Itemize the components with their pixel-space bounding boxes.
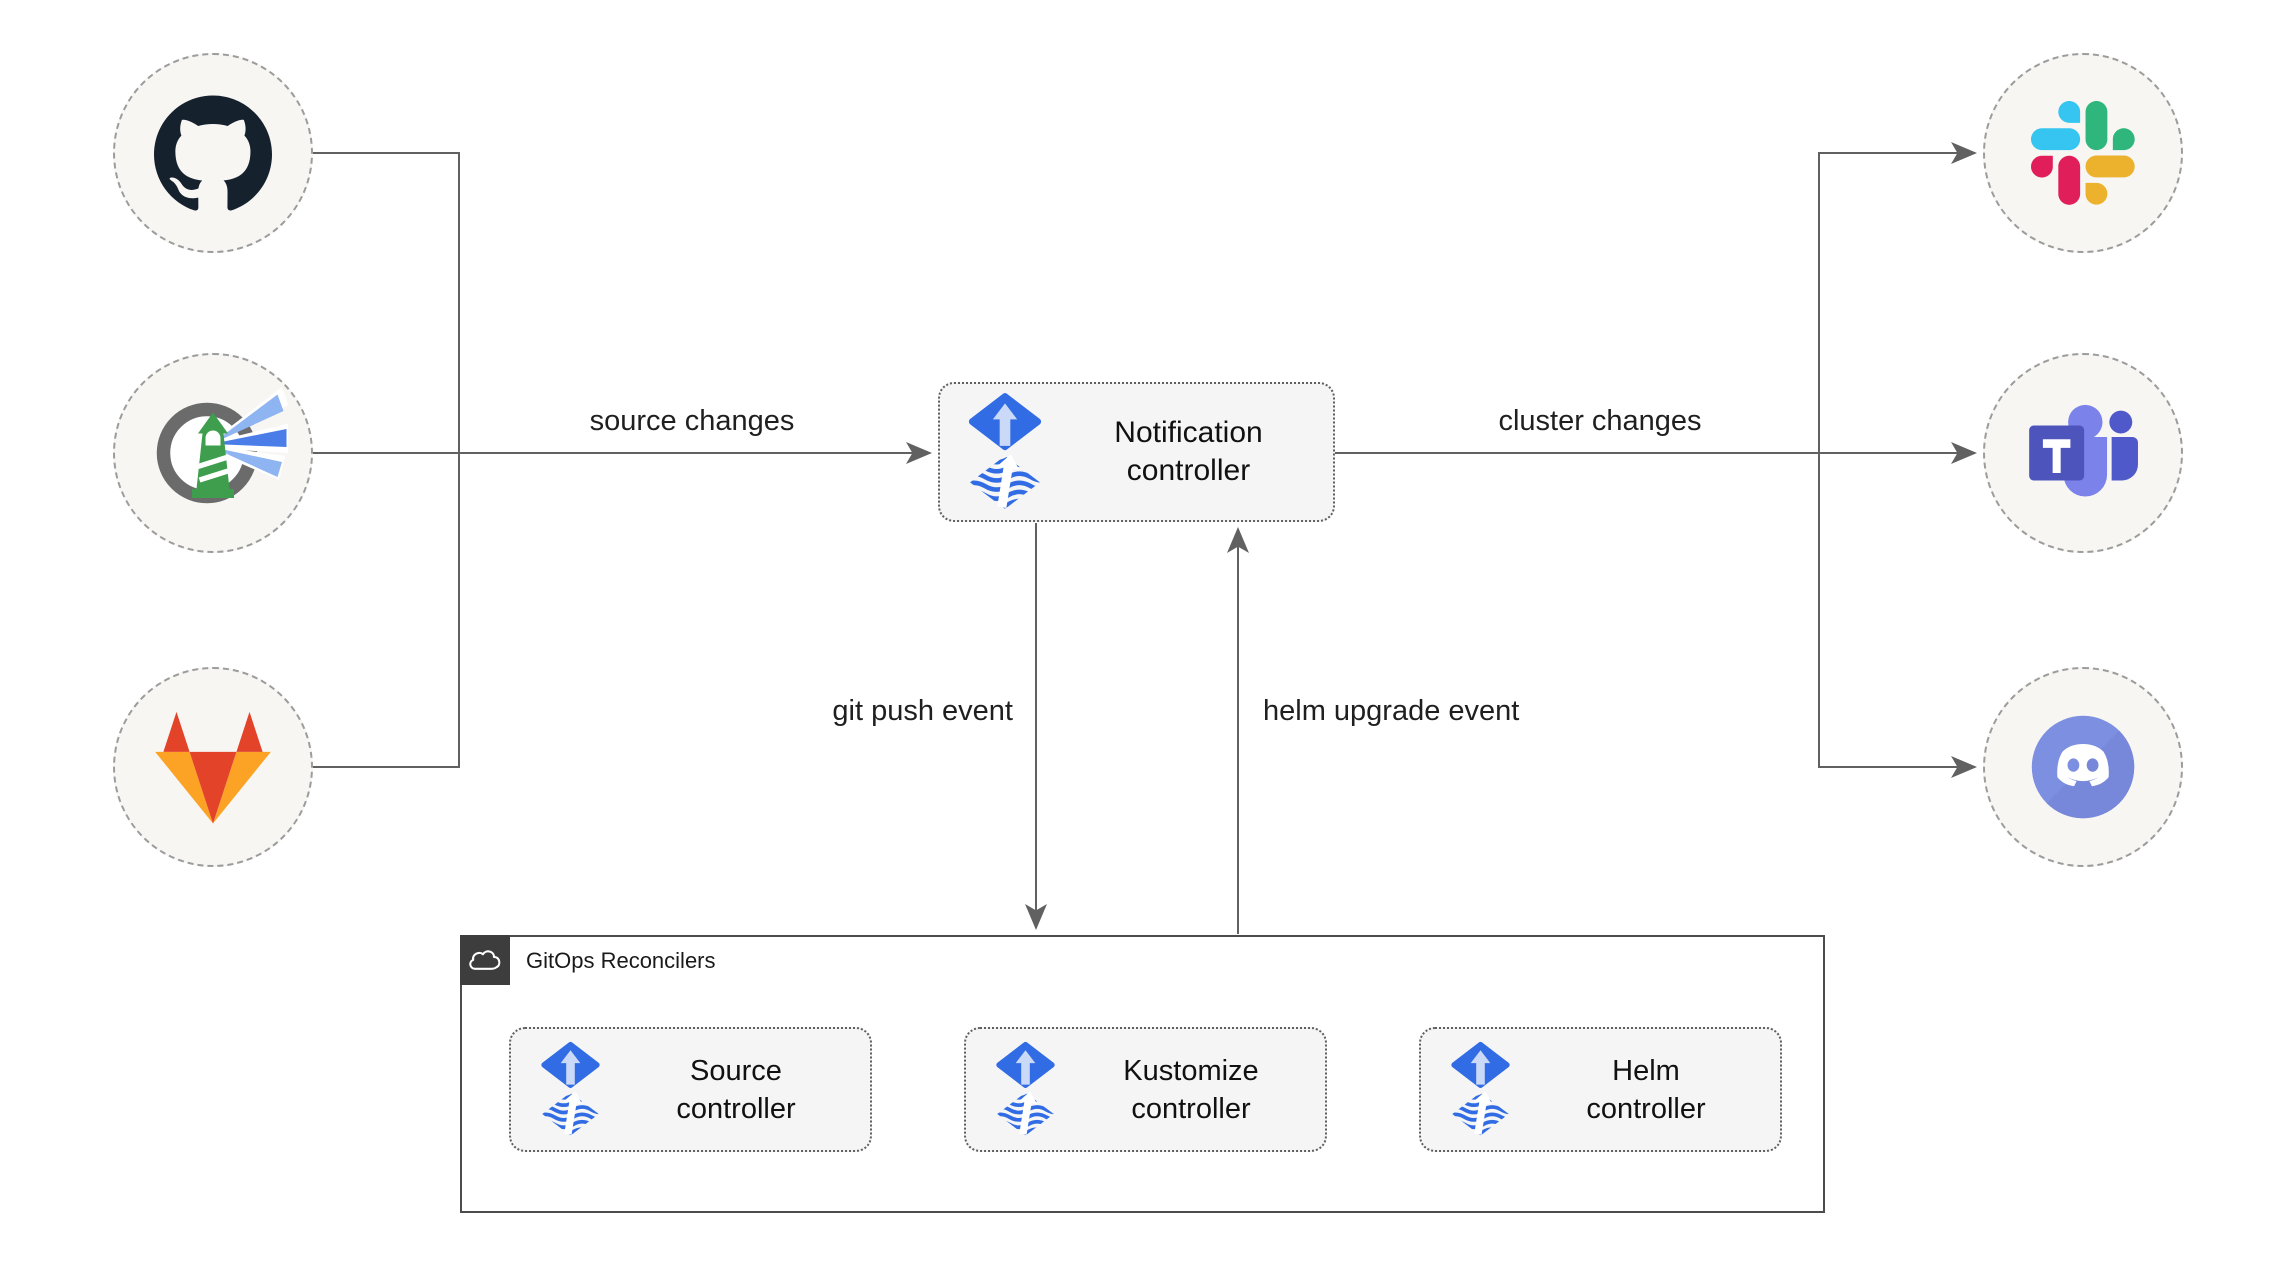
notification-controller-label: Notification controller	[1114, 416, 1263, 487]
harbor-icon	[138, 378, 288, 528]
discord-target-node	[1983, 667, 2183, 867]
flux-icon	[1449, 1041, 1512, 1138]
notification-controller-node: Notification controller	[938, 382, 1335, 522]
flux-icon	[966, 392, 1044, 512]
gitops-group-title: GitOps Reconcilers	[526, 948, 716, 973]
ms-teams-target-node	[1983, 353, 2183, 553]
gitlab-icon	[144, 705, 282, 829]
slack-target-node	[1983, 53, 2183, 253]
gitlab-source-node	[113, 667, 313, 867]
github-source-node	[113, 53, 313, 253]
cloud-icon	[467, 947, 503, 974]
edge-label-cluster-changes: cluster changes	[1498, 405, 1702, 437]
discord-icon	[2019, 703, 2147, 831]
flux-icon	[539, 1041, 602, 1138]
gitops-corner-badge	[460, 935, 510, 985]
flux-icon	[994, 1041, 1057, 1138]
github-icon	[154, 94, 272, 212]
helm-controller-node: Helm controller	[1419, 1027, 1782, 1152]
source-controller-label: Source controller	[676, 1054, 796, 1125]
slack-icon	[2031, 101, 2135, 205]
ms-teams-icon	[2020, 398, 2146, 508]
edge-label-helm-upgrade-event: helm upgrade event	[1263, 695, 1520, 727]
edge-label-git-push-event: git push event	[832, 695, 1013, 727]
helm-controller-label: Helm controller	[1586, 1054, 1706, 1125]
kustomize-controller-label: Kustomize controller	[1123, 1054, 1259, 1125]
edge-label-source-changes: source changes	[589, 405, 795, 437]
harbor-source-node	[113, 353, 313, 553]
kustomize-controller-node: Kustomize controller	[964, 1027, 1327, 1152]
source-controller-node: Source controller	[509, 1027, 872, 1152]
